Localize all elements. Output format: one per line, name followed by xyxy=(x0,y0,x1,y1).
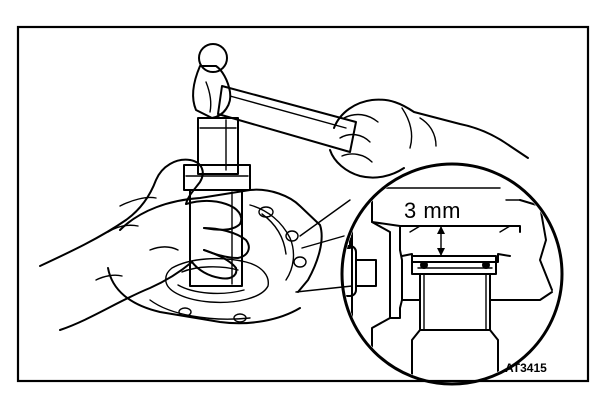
left-hand xyxy=(39,158,250,331)
transmission-case xyxy=(107,188,323,325)
detail-magnifier xyxy=(340,162,564,386)
figure-frame xyxy=(16,25,590,383)
right-hand xyxy=(329,98,529,179)
dimension-label: 3 mm xyxy=(404,198,461,223)
figure-code: AT3415 xyxy=(505,361,547,375)
hammer xyxy=(192,43,357,153)
dimension-marker xyxy=(431,225,451,257)
